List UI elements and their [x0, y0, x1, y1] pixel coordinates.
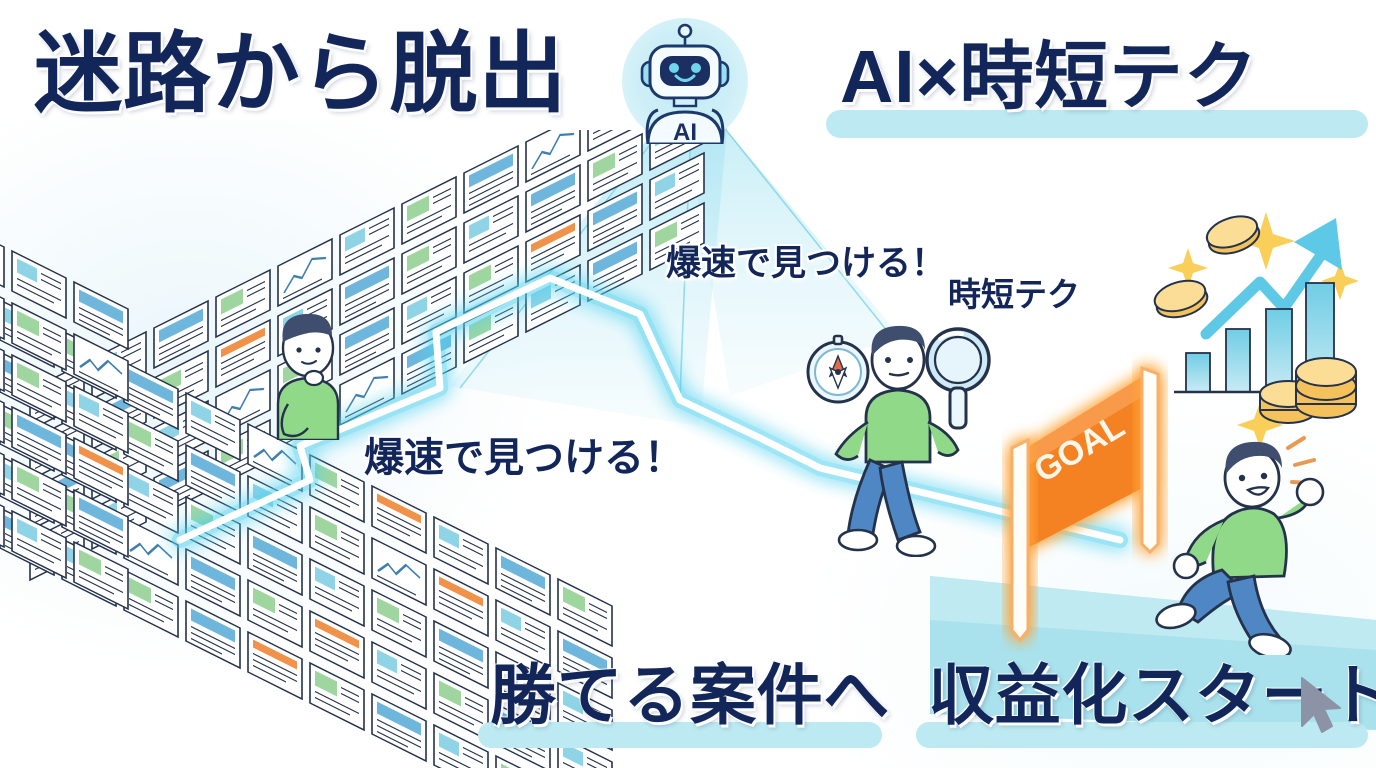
chart-bars	[1185, 282, 1335, 393]
robot-chest-label: AI	[673, 119, 697, 144]
confused-worker-figure	[276, 313, 340, 440]
headline-left: 迷路から脱出	[34, 24, 568, 123]
highlight-bar-right-title	[826, 110, 1368, 138]
robot-icon: AI	[640, 23, 730, 144]
headline-right: AI×時短テク	[840, 35, 1259, 118]
label-fast-find-mid: 爆速で見つける！	[364, 436, 684, 480]
growth-chart	[1153, 212, 1359, 448]
joy-marks-icon	[1286, 436, 1316, 485]
trend-arrow-icon	[1200, 242, 1332, 340]
label-jitan-tech: 時短テク	[948, 276, 1080, 313]
coin-icon	[1153, 215, 1261, 319]
running-worker-figure	[1155, 436, 1325, 655]
label-fast-find-top: 爆速で見つける！	[666, 244, 947, 283]
ai-robot: AI	[622, 18, 748, 144]
label-winning-projects: 勝てる案件へ	[490, 658, 890, 732]
searching-worker-figure	[806, 325, 991, 557]
mouse-pointer-icon	[1301, 677, 1341, 733]
